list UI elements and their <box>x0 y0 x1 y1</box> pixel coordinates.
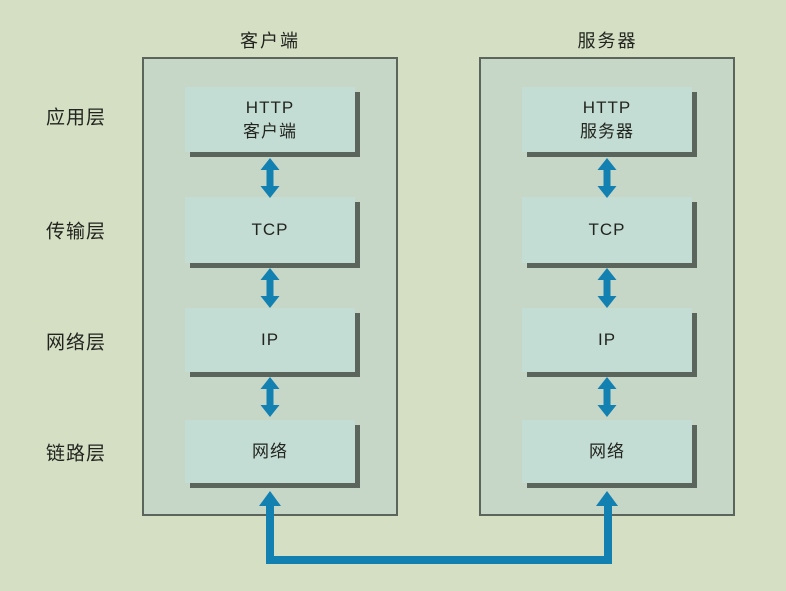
double-arrow-icon <box>260 158 280 198</box>
server-ip-box: IP <box>522 308 692 372</box>
double-arrow-icon <box>597 377 617 417</box>
client-column-title: 客户端 <box>240 31 300 51</box>
layer-label-network: 网络层 <box>46 332 107 354</box>
client-tcp-box: TCP <box>185 197 355 263</box>
server-network-box: 网络 <box>522 420 692 483</box>
client-http-box: HTTP 客户端 <box>185 87 355 152</box>
connector-right-stem <box>604 505 612 564</box>
up-arrow-icon <box>259 491 281 506</box>
server-http-box: HTTP 服务器 <box>522 87 692 152</box>
connector-left-stem <box>266 505 274 564</box>
layer-label-transport: 传输层 <box>46 221 107 243</box>
client-network-box: 网络 <box>185 420 355 483</box>
connector-horizontal <box>266 556 612 564</box>
double-arrow-icon <box>597 268 617 308</box>
double-arrow-icon <box>260 268 280 308</box>
layer-label-application: 应用层 <box>46 107 107 129</box>
client-ip-box: IP <box>185 308 355 372</box>
double-arrow-icon <box>260 377 280 417</box>
double-arrow-icon <box>597 158 617 198</box>
server-tcp-box: TCP <box>522 197 692 263</box>
layer-label-link: 链路层 <box>46 443 107 465</box>
server-column-title: 服务器 <box>577 31 638 51</box>
up-arrow-icon <box>596 491 618 506</box>
